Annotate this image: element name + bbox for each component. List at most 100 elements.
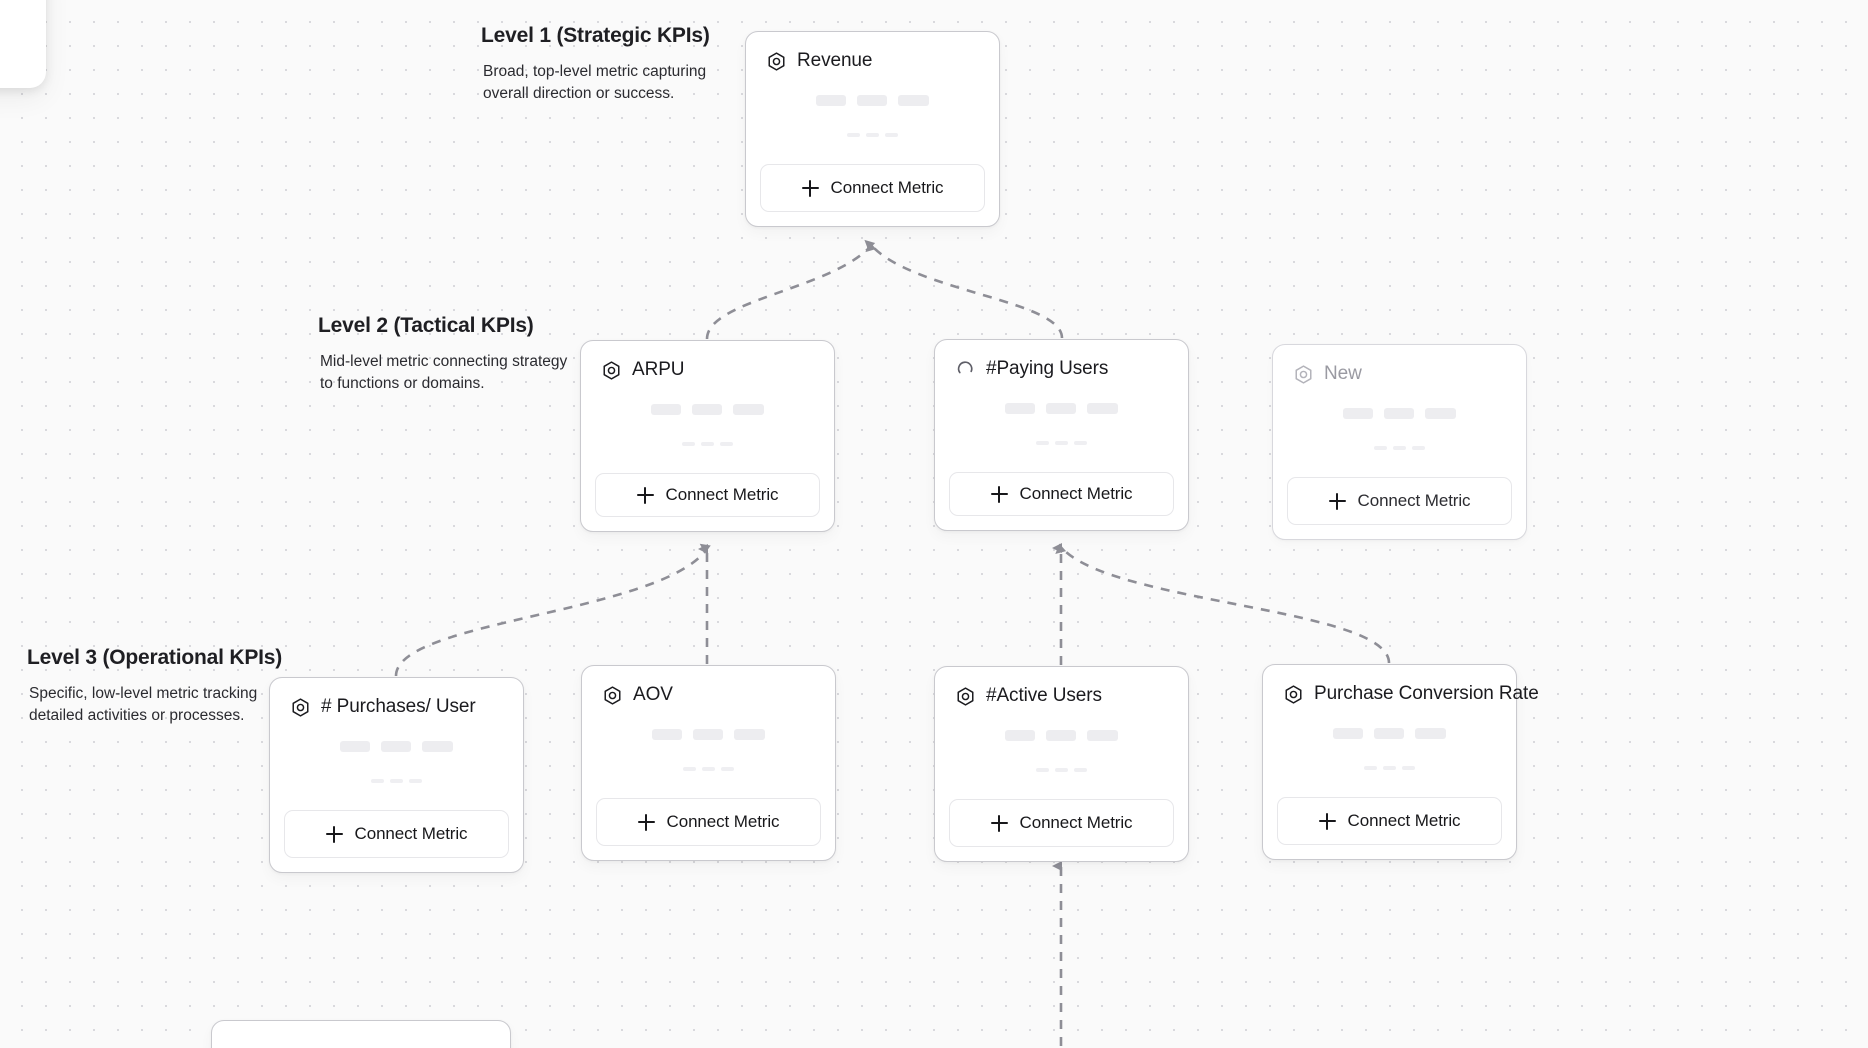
connect-metric-button[interactable]: Connect Metric	[284, 810, 509, 858]
skeleton-bar	[1364, 766, 1377, 770]
connect-metric-label: Connect Metric	[830, 178, 944, 197]
card-skeleton-body	[949, 380, 1174, 472]
hexagon-target-icon	[602, 685, 623, 706]
skeleton-row-primary	[652, 729, 765, 740]
skeleton-row-secondary	[847, 133, 898, 137]
skeleton-bar	[1046, 730, 1076, 741]
card-skeleton-body	[284, 718, 509, 810]
connect-metric-label: Connect Metric	[354, 824, 468, 843]
card-title: New	[1324, 363, 1362, 384]
plus-icon	[325, 825, 343, 843]
skeleton-bar	[733, 404, 764, 415]
skeleton-bar	[1415, 728, 1446, 739]
level-1-title: Level 1 (Strategic KPIs)	[481, 24, 710, 47]
skeleton-bar	[1412, 446, 1425, 450]
card-arpu[interactable]: ARPU Connect Metric	[580, 340, 835, 532]
connect-metric-button[interactable]: Connect Metric	[1287, 477, 1512, 525]
skeleton-bar	[1425, 408, 1456, 419]
level-3-title: Level 3 (Operational KPIs)	[27, 646, 283, 669]
skeleton-bar	[1343, 408, 1373, 419]
hexagon-target-icon	[601, 360, 622, 381]
skeleton-bar	[1055, 768, 1068, 772]
connect-metric-label: Connect Metric	[1019, 813, 1133, 832]
skeleton-bar	[720, 442, 733, 446]
skeleton-bar	[885, 133, 898, 137]
skeleton-bar	[340, 741, 370, 752]
skeleton-bar	[816, 95, 846, 106]
skeleton-bar	[390, 779, 403, 783]
edge-paying-users-to-revenue	[865, 241, 1064, 339]
skeleton-bar	[409, 779, 422, 783]
skeleton-bar	[1005, 730, 1035, 741]
card-header: ARPU	[595, 355, 820, 381]
connect-metric-button[interactable]: Connect Metric	[949, 799, 1174, 847]
edge-purchases-to-arpu	[394, 543, 711, 677]
level-2-title: Level 2 (Tactical KPIs)	[318, 314, 534, 337]
level-2-annotation: Level 2 (Tactical KPIs) Mid-level metric…	[318, 314, 575, 395]
skeleton-bar	[1393, 446, 1406, 450]
card-title: Purchase Conversion Rate	[1314, 683, 1539, 704]
skeleton-bar	[1374, 728, 1404, 739]
hexagon-target-icon	[955, 686, 976, 707]
skeleton-row-primary	[1333, 728, 1446, 739]
skeleton-bar	[1074, 768, 1087, 772]
skeleton-bar	[1074, 441, 1087, 445]
card-skeleton-body	[949, 707, 1174, 799]
connect-metric-button[interactable]: Connect Metric	[595, 473, 820, 517]
edge-arpu-to-revenue	[705, 239, 876, 340]
plus-icon	[637, 813, 655, 831]
plus-icon	[990, 814, 1008, 832]
skeleton-bar	[701, 442, 714, 446]
skeleton-bar	[1402, 766, 1415, 770]
skeleton-bar	[1384, 408, 1414, 419]
level-1-description: Broad, top-level metric capturing overal…	[483, 63, 707, 102]
card-title: #Paying Users	[986, 358, 1109, 379]
skeleton-bar	[1036, 441, 1049, 445]
card-bottom-partial[interactable]	[211, 1020, 511, 1048]
skeleton-row-secondary	[1036, 441, 1087, 445]
card-header: # Purchases/ User	[284, 692, 509, 718]
level-1-annotation: Level 1 (Strategic KPIs) Broad, top-leve…	[481, 24, 738, 105]
skeleton-bar	[857, 95, 887, 106]
card-header: #Active Users	[949, 681, 1174, 707]
card-header: #Paying Users	[949, 354, 1174, 380]
card-header: New	[1287, 359, 1512, 385]
skeleton-bar	[1036, 768, 1049, 772]
skeleton-row-primary	[340, 741, 453, 752]
skeleton-bar	[1046, 403, 1076, 414]
skeleton-row-primary	[1005, 403, 1118, 414]
connect-metric-button[interactable]: Connect Metric	[949, 472, 1174, 516]
skeleton-bar	[1333, 728, 1363, 739]
connect-metric-label: Connect Metric	[1357, 491, 1471, 510]
skeleton-bar	[866, 133, 879, 137]
skeleton-bar	[1383, 766, 1396, 770]
spinner-icon	[955, 359, 976, 380]
skeleton-row-primary	[1343, 408, 1456, 419]
card-skeleton-body	[596, 706, 821, 798]
skeleton-row-primary	[816, 95, 929, 106]
floating-toolbar-panel[interactable]	[0, 0, 46, 88]
skeleton-bar	[371, 779, 384, 783]
edge-conversion-to-paying	[1055, 543, 1391, 664]
connect-metric-button[interactable]: Connect Metric	[1277, 797, 1502, 845]
card-title: ARPU	[632, 359, 685, 380]
skeleton-bar	[651, 404, 681, 415]
skeleton-row-secondary	[1374, 446, 1425, 450]
skeleton-row-secondary	[1036, 768, 1087, 772]
skeleton-bar	[692, 404, 722, 415]
skeleton-bar	[683, 767, 696, 771]
connect-metric-button[interactable]: Connect Metric	[760, 164, 985, 212]
card-skeleton-body	[595, 381, 820, 473]
level-3-description: Specific, low-level metric tracking deta…	[29, 685, 258, 724]
skeleton-bar	[702, 767, 715, 771]
connect-metric-button[interactable]: Connect Metric	[596, 798, 821, 846]
skeleton-bar	[898, 95, 929, 106]
